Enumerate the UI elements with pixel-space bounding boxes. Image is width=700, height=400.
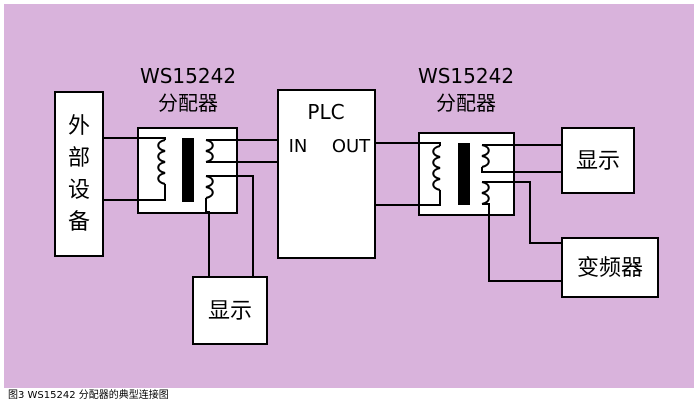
wiring <box>103 137 562 282</box>
display-label-bottom-left: 显示 <box>208 299 252 324</box>
display-box-right-top: 显示 <box>561 127 635 194</box>
plc-title: PLC <box>307 100 344 124</box>
inverter-label: 变频器 <box>577 256 643 281</box>
right-secondary-coil-lower <box>481 181 490 205</box>
left-transformer-core <box>182 138 194 202</box>
wire-left-to-display-right <box>206 175 254 277</box>
left-distributor-model: WS15242 <box>140 64 236 88</box>
plc-in-label: IN <box>289 136 308 157</box>
right-transformer-core <box>458 143 470 205</box>
wire-right-to-display-bottom <box>481 167 562 173</box>
left-secondary-coil-upper <box>205 139 214 163</box>
wire-left-to-display-left <box>205 198 210 277</box>
left-secondary-coil-lower <box>205 175 214 199</box>
external-device-char-1: 外 <box>68 114 90 139</box>
right-distributor-name: 分配器 <box>436 91 496 115</box>
wire-right-to-inverter-bottom <box>482 203 562 282</box>
wire-right-to-inverter-top <box>482 181 562 244</box>
display-box-bottom-left: 显示 <box>192 276 268 345</box>
external-device-char-3: 设 <box>68 178 90 203</box>
figure-caption: 图3 WS15242 分配器的典型连接图 <box>8 388 169 400</box>
left-primary-coil <box>157 139 166 185</box>
right-secondary-coil-upper <box>481 144 490 168</box>
plc-box: PLC IN OUT <box>277 89 376 259</box>
right-primary-coil <box>432 145 441 191</box>
right-distributor-box <box>418 132 515 216</box>
wire-plc-to-right-bottom <box>375 190 441 206</box>
inverter-box: 变频器 <box>561 237 659 298</box>
external-device-char-4: 备 <box>68 210 90 235</box>
external-device-char-2: 部 <box>68 146 90 171</box>
external-device-box: 外 部 设 备 <box>54 91 104 257</box>
plc-out-label: OUT <box>332 136 371 157</box>
left-distributor-name: 分配器 <box>158 91 218 115</box>
display-label-right-top: 显示 <box>576 149 620 174</box>
wire-external-top <box>103 137 166 140</box>
wire-external-bottom <box>103 184 166 201</box>
wire-plc-to-right-top <box>375 142 441 146</box>
left-distributor-box <box>137 127 238 214</box>
right-distributor-model: WS15242 <box>418 64 514 88</box>
